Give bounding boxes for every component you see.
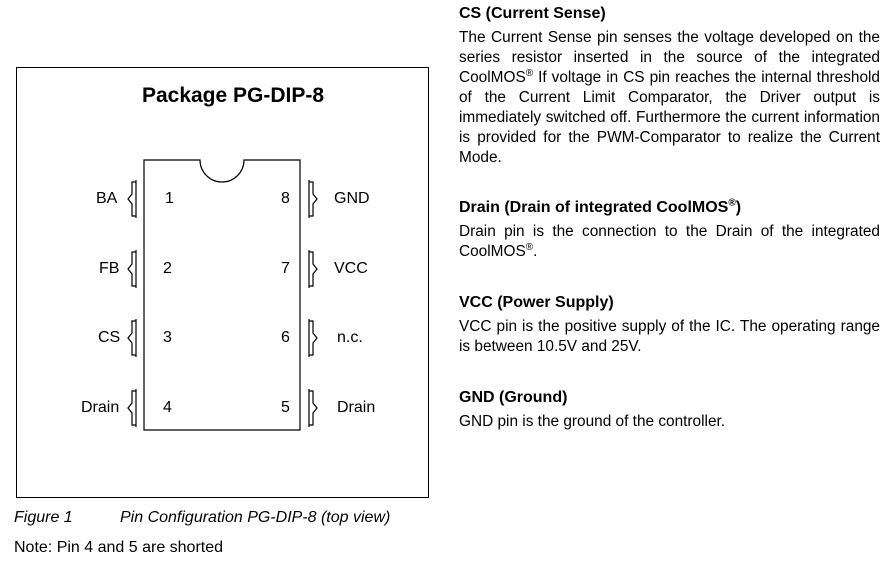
pin-3-lead xyxy=(127,320,136,356)
section-gnd: GND (Ground) GND pin is the ground of th… xyxy=(459,388,880,432)
pin-4-number: 4 xyxy=(163,399,172,416)
figure-caption: Figure 1 Pin Configuration PG-DIP-8 (top… xyxy=(14,509,390,527)
pin-6-number: 6 xyxy=(281,329,290,346)
caption-text: Pin Configuration PG-DIP-8 (top view) xyxy=(120,509,391,526)
pin-7-number: 7 xyxy=(281,260,290,277)
pin-note: Note: Pin 4 and 5 are shorted xyxy=(14,539,224,556)
pin-6-lead xyxy=(309,320,318,356)
pin-5-name: Drain xyxy=(337,399,376,416)
package-title: Package PG-DIP-8 xyxy=(141,84,325,107)
pin-8-lead xyxy=(309,181,318,217)
pin-7-name: VCC xyxy=(334,260,368,277)
pin-7-lead xyxy=(309,251,318,287)
pin-2-number: 2 xyxy=(163,260,172,277)
pin-3-name: CS xyxy=(98,329,121,346)
left-pin-leads xyxy=(127,180,137,427)
pin-6-name: n.c. xyxy=(337,329,363,346)
section-cs: CS (Current Sense) The Current Sense pin… xyxy=(459,4,880,168)
pin-8-name: GND xyxy=(334,190,370,207)
pin-1-lead xyxy=(127,181,136,217)
section-cs-title: CS (Current Sense) xyxy=(459,5,606,22)
section-vcc-title: VCC (Power Supply) xyxy=(459,294,614,311)
section-cs-body: The Current Sense pin senses the voltage… xyxy=(459,29,880,166)
pin-1-name: BA xyxy=(96,190,118,207)
pin-3-number: 3 xyxy=(163,329,172,346)
section-vcc: VCC (Power Supply) VCC pin is the positi… xyxy=(459,293,880,357)
chip-body xyxy=(143,159,301,431)
figure-frame xyxy=(16,67,429,498)
section-drain-title: Drain (Drain of integrated CoolMOS®) xyxy=(459,197,742,216)
section-gnd-title: GND (Ground) xyxy=(459,389,568,406)
pin-8-number: 8 xyxy=(281,190,290,207)
section-gnd-body: GND pin is the ground of the controller. xyxy=(459,413,726,430)
pin-5-number: 5 xyxy=(281,399,290,416)
pin-2-lead xyxy=(127,251,136,287)
pin-2-name: FB xyxy=(99,260,120,277)
caption-number: Figure 1 xyxy=(14,509,73,526)
pin-5-lead xyxy=(309,390,318,426)
pin-4-name: Drain xyxy=(81,399,120,416)
section-drain-body: Drain pin is the connection to the Drain… xyxy=(459,223,880,260)
pin-1-number: 1 xyxy=(165,190,174,207)
pin-4-lead xyxy=(127,390,136,426)
section-vcc-body: VCC pin is the positive supply of the IC… xyxy=(459,318,880,355)
section-drain: Drain (Drain of integrated CoolMOS®) Dra… xyxy=(459,198,880,262)
right-pin-leads xyxy=(308,180,318,427)
